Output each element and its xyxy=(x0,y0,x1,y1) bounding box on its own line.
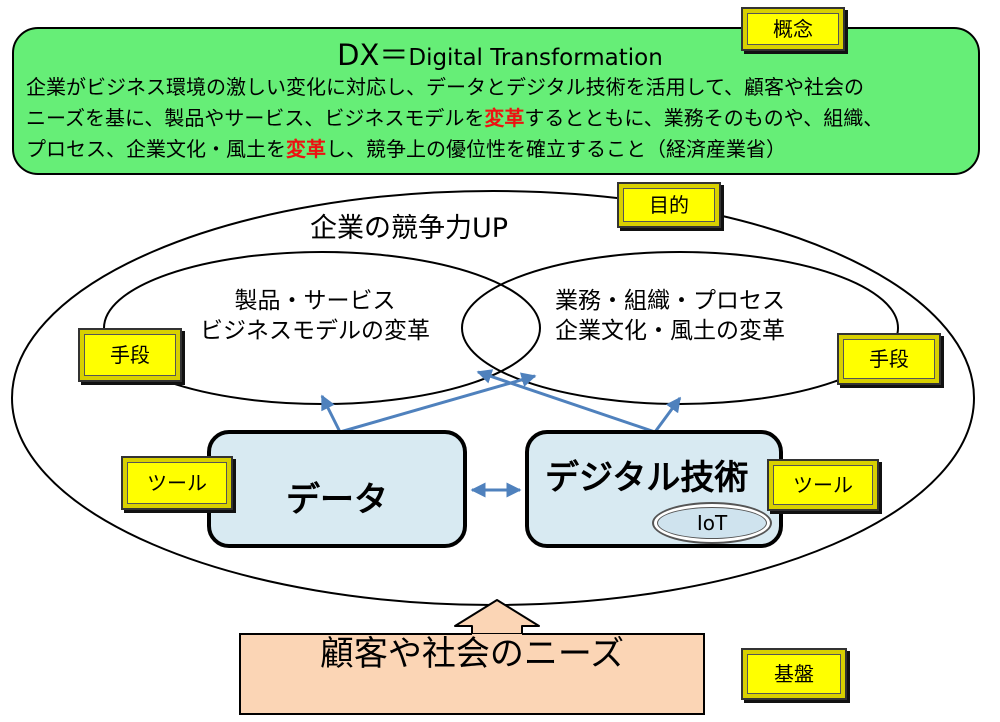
concept-line-3: プロセス、企業文化・風土を変革し、競争上の優位性を確立すること（経済産業省） xyxy=(26,136,786,162)
means-right-line-2: 企業文化・風土の変革 xyxy=(555,318,785,344)
means-right-text: 業務・組織・プロセス 企業文化・風土の変革 xyxy=(520,286,820,346)
concept-title-main: DX＝ xyxy=(337,38,409,72)
concept-title: DX＝Digital Transformation xyxy=(0,37,1000,76)
tag-purpose: 目的 xyxy=(617,182,721,228)
base-arrow xyxy=(454,599,540,636)
concept-line-3-red: 変革 xyxy=(286,137,326,161)
arrow-data-to-right xyxy=(339,372,537,434)
tool-data-label: データ xyxy=(286,480,388,520)
iot-label: IoT xyxy=(657,507,767,539)
concept-line-2: ニーズを基に、製品やサービス、ビジネスモデルを変革するとともに、業務そのものや、… xyxy=(26,105,883,131)
concept-line-3b: し、競争上の優位性を確立すること（経済産業省） xyxy=(326,137,786,161)
means-right-line-1: 業務・組織・プロセス xyxy=(555,288,785,314)
purpose-label: 企業の競争力UP xyxy=(310,213,509,244)
tag-concept: 概念 xyxy=(741,7,845,51)
concept-line-2a: ニーズを基に、製品やサービス、ビジネスモデルを xyxy=(26,106,485,130)
tag-means-left: 手段 xyxy=(78,328,182,382)
iot-badge: IoT xyxy=(652,502,772,544)
concept-line-1: 企業がビジネス環境の激しい変化に対応し、データとデジタル技術を活用して、顧客や社… xyxy=(26,75,864,99)
tool-data-box: データ xyxy=(207,430,467,548)
means-left-text: 製品・サービス ビジネスモデルの変革 xyxy=(180,286,450,346)
tool-digital-label: デジタル技術 xyxy=(545,458,749,498)
tag-tool-right: ツール xyxy=(767,459,879,511)
concept-title-sub: Digital Transformation xyxy=(408,45,663,71)
arrow-digital-to-left xyxy=(476,369,656,434)
means-left-line-1: 製品・サービス xyxy=(234,288,396,314)
concept-line-3a: プロセス、企業文化・風土を xyxy=(26,137,286,161)
concept-line-2-red: 変革 xyxy=(484,106,525,130)
tag-base: 基盤 xyxy=(741,648,847,700)
concept-box xyxy=(12,27,980,175)
base-box xyxy=(239,633,705,715)
tag-means-right: 手段 xyxy=(837,333,941,385)
base-label: 顧客や社会のニーズ xyxy=(319,634,625,674)
arrow-data-to-left xyxy=(320,394,342,433)
arrow-digital-to-right xyxy=(653,396,682,433)
means-left-line-2: ビジネスモデルの変革 xyxy=(200,318,430,344)
concept-line-2b: するとともに、業務そのものや、組織、 xyxy=(524,106,884,130)
tag-tool-left: ツール xyxy=(121,456,233,510)
purpose-ellipse xyxy=(11,190,975,606)
